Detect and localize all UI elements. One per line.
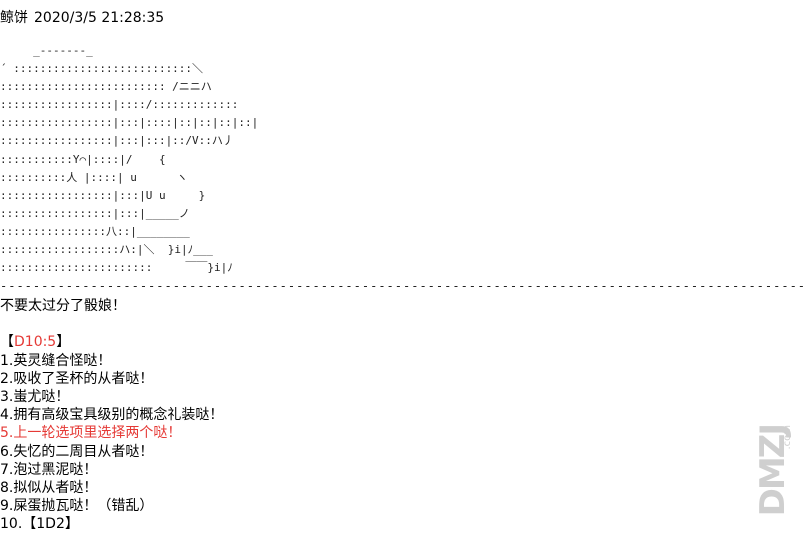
dmzj-watermark: DMZJ .com	[753, 425, 793, 530]
ascii-art-line: :::::::::::Y⌒|::::|/ {	[0, 152, 166, 166]
ascii-art: _-------_´ :::::::::::::::::::::::::::＼:…	[0, 42, 258, 277]
ascii-art-line: ::::::::::::::::::::::: ￣￣}i|ﾉ	[0, 261, 233, 275]
option-item: 6.失忆的二周目从者哒！	[0, 443, 154, 460]
option-item: 7.泡过黑泥哒！	[0, 461, 98, 478]
ascii-art-line: _-------_	[0, 44, 93, 57]
option-item: 2.吸收了圣杯的从者哒！	[0, 370, 154, 387]
option-item: 4.拥有高级宝具级别的概念礼装哒！	[0, 407, 224, 424]
ascii-art-line: :::::::::::::::::|:::|_____ノ	[0, 206, 190, 220]
dice-roll-result: D10:5	[14, 334, 57, 351]
ascii-art-line: ::::::::::::::::::::::::: /ニニハ	[0, 80, 212, 94]
dice-bracket-close: 】	[56, 334, 71, 351]
option-item: 3.蚩尤哒！	[0, 388, 70, 405]
blank-line	[0, 315, 223, 333]
post-header: 鲸饼 2020/3/5 21:28:35	[0, 9, 164, 27]
divider-line: ----------------------------------------…	[0, 280, 803, 292]
option-item: 9.屎蛋抛瓦哒！（错乱）	[0, 498, 154, 515]
intro-line: 不要太过分了骰娘！	[0, 298, 126, 314]
ascii-art-line: ::::::::::::::::::ハ:|＼ }i|ﾉ___	[0, 243, 213, 257]
post-timestamp: 2020/3/5 21:28:35	[34, 10, 165, 26]
ascii-art-line: :::::::::::::::::|:::|::::|::|::|::|::|	[0, 116, 259, 130]
post-body: 不要太过分了骰娘！ 【D10:5】 1.英灵缝合怪哒！ 2.吸收了圣杯的从者哒！…	[0, 297, 223, 533]
dice-roll-line: 【D10:5】	[0, 333, 223, 351]
ascii-art-line: ´ :::::::::::::::::::::::::::＼	[0, 62, 204, 76]
option-item-selected: 5.上一轮选项里选择两个哒！	[0, 425, 182, 442]
ascii-art-line: :::::::::::::::::|::::/:::::::::::::	[0, 98, 239, 112]
author-name: 鲸饼	[0, 10, 28, 26]
option-item: 10.【1D2】	[0, 516, 79, 533]
watermark-suffix: .com	[782, 425, 793, 450]
ascii-art-line: ::::::::::::::::八::|________	[0, 224, 190, 238]
option-item: 8.拟似从者哒！	[0, 479, 98, 496]
ascii-art-line: :::::::::::::::::|:::|U u }	[0, 188, 206, 202]
ascii-art-line: ::::::::::人 |::::| u ヽ	[0, 170, 188, 184]
dice-bracket-open: 【	[0, 334, 14, 351]
ascii-art-line: :::::::::::::::::|:::|:::|::/V::ハ丿	[0, 134, 234, 148]
option-item: 1.英灵缝合怪哒！	[0, 352, 112, 369]
